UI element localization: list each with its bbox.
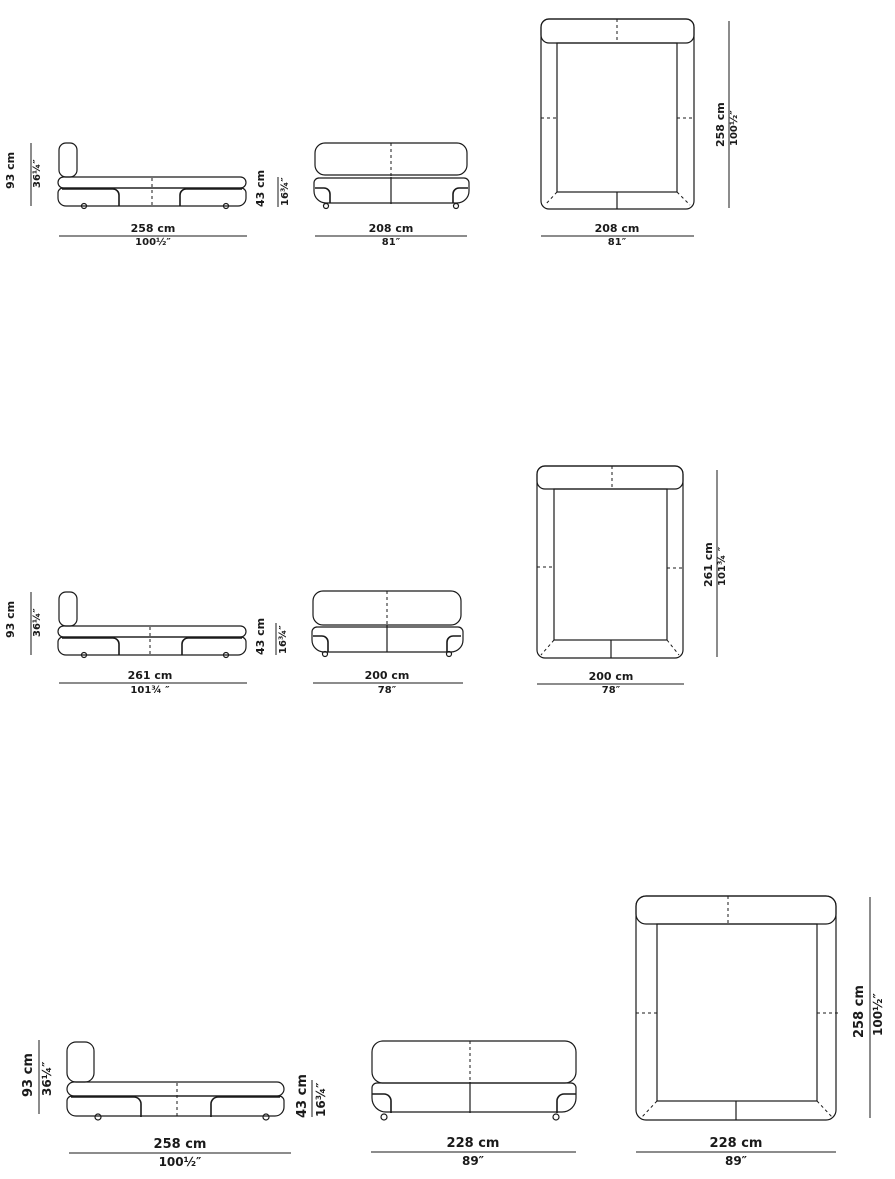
- front-view-1: [313, 142, 470, 237]
- height-in-label: 36¼″: [32, 608, 43, 637]
- seat-height-in-label: 16¾″: [314, 1082, 328, 1117]
- top-view-3: [635, 895, 871, 1153]
- height-cm-label: 93 cm: [4, 600, 17, 638]
- seat-height-in-label: 16¾″: [278, 625, 289, 654]
- side-length-cm-label: 261 cm: [127, 669, 173, 682]
- front-width-cm-label: 208 cm: [368, 222, 414, 235]
- top-width-cm-label: 208 cm: [594, 222, 640, 235]
- seat-height-cm-label: 43 cm: [295, 1074, 310, 1118]
- height-cm-label: 93 cm: [21, 1053, 36, 1097]
- top-length-in-label: 100½″: [729, 110, 740, 146]
- top-length-in-label: 100½″: [871, 993, 885, 1036]
- top-view-1: [540, 18, 730, 237]
- height-cm-label: 93 cm: [4, 151, 17, 189]
- seat-height-cm-label: 43 cm: [254, 617, 267, 655]
- front-width-cm-label: 200 cm: [364, 669, 410, 682]
- side-length-cm-label: 258 cm: [153, 1137, 207, 1152]
- top-width-in-label: 89″: [724, 1154, 748, 1168]
- top-width-in-label: 78″: [601, 685, 621, 696]
- side-length-in-label: 100½″: [135, 237, 171, 248]
- top-length-cm-label: 258 cm: [852, 985, 867, 1038]
- side-view-2: [30, 591, 277, 684]
- front-width-in-label: 78″: [377, 685, 397, 696]
- side-view-1: [30, 142, 279, 237]
- side-view-3: [38, 1040, 313, 1154]
- front-width-cm-label: 228 cm: [446, 1136, 500, 1151]
- seat-height-in-label: 16¾″: [280, 177, 291, 206]
- top-length-cm-label: 261 cm: [702, 542, 715, 587]
- height-in-label: 36¼″: [40, 1061, 54, 1096]
- top-width-cm-label: 200 cm: [588, 670, 634, 683]
- top-width-in-label: 81″: [607, 237, 627, 248]
- side-length-cm-label: 258 cm: [130, 222, 176, 235]
- top-length-in-label: 101¾ ″: [717, 546, 728, 586]
- height-in-label: 36¼″: [32, 159, 43, 188]
- top-width-cm-label: 228 cm: [709, 1136, 763, 1151]
- side-length-in-label: 101¾ ″: [130, 685, 170, 696]
- front-view-3: [371, 1040, 577, 1153]
- seat-height-cm-label: 43 cm: [254, 169, 267, 207]
- top-view-2: [536, 465, 718, 685]
- side-length-in-label: 100½″: [158, 1155, 202, 1169]
- top-length-cm-label: 258 cm: [714, 102, 727, 147]
- front-width-in-label: 89″: [461, 1154, 485, 1168]
- front-view-2: [311, 590, 464, 684]
- front-width-in-label: 81″: [381, 237, 401, 248]
